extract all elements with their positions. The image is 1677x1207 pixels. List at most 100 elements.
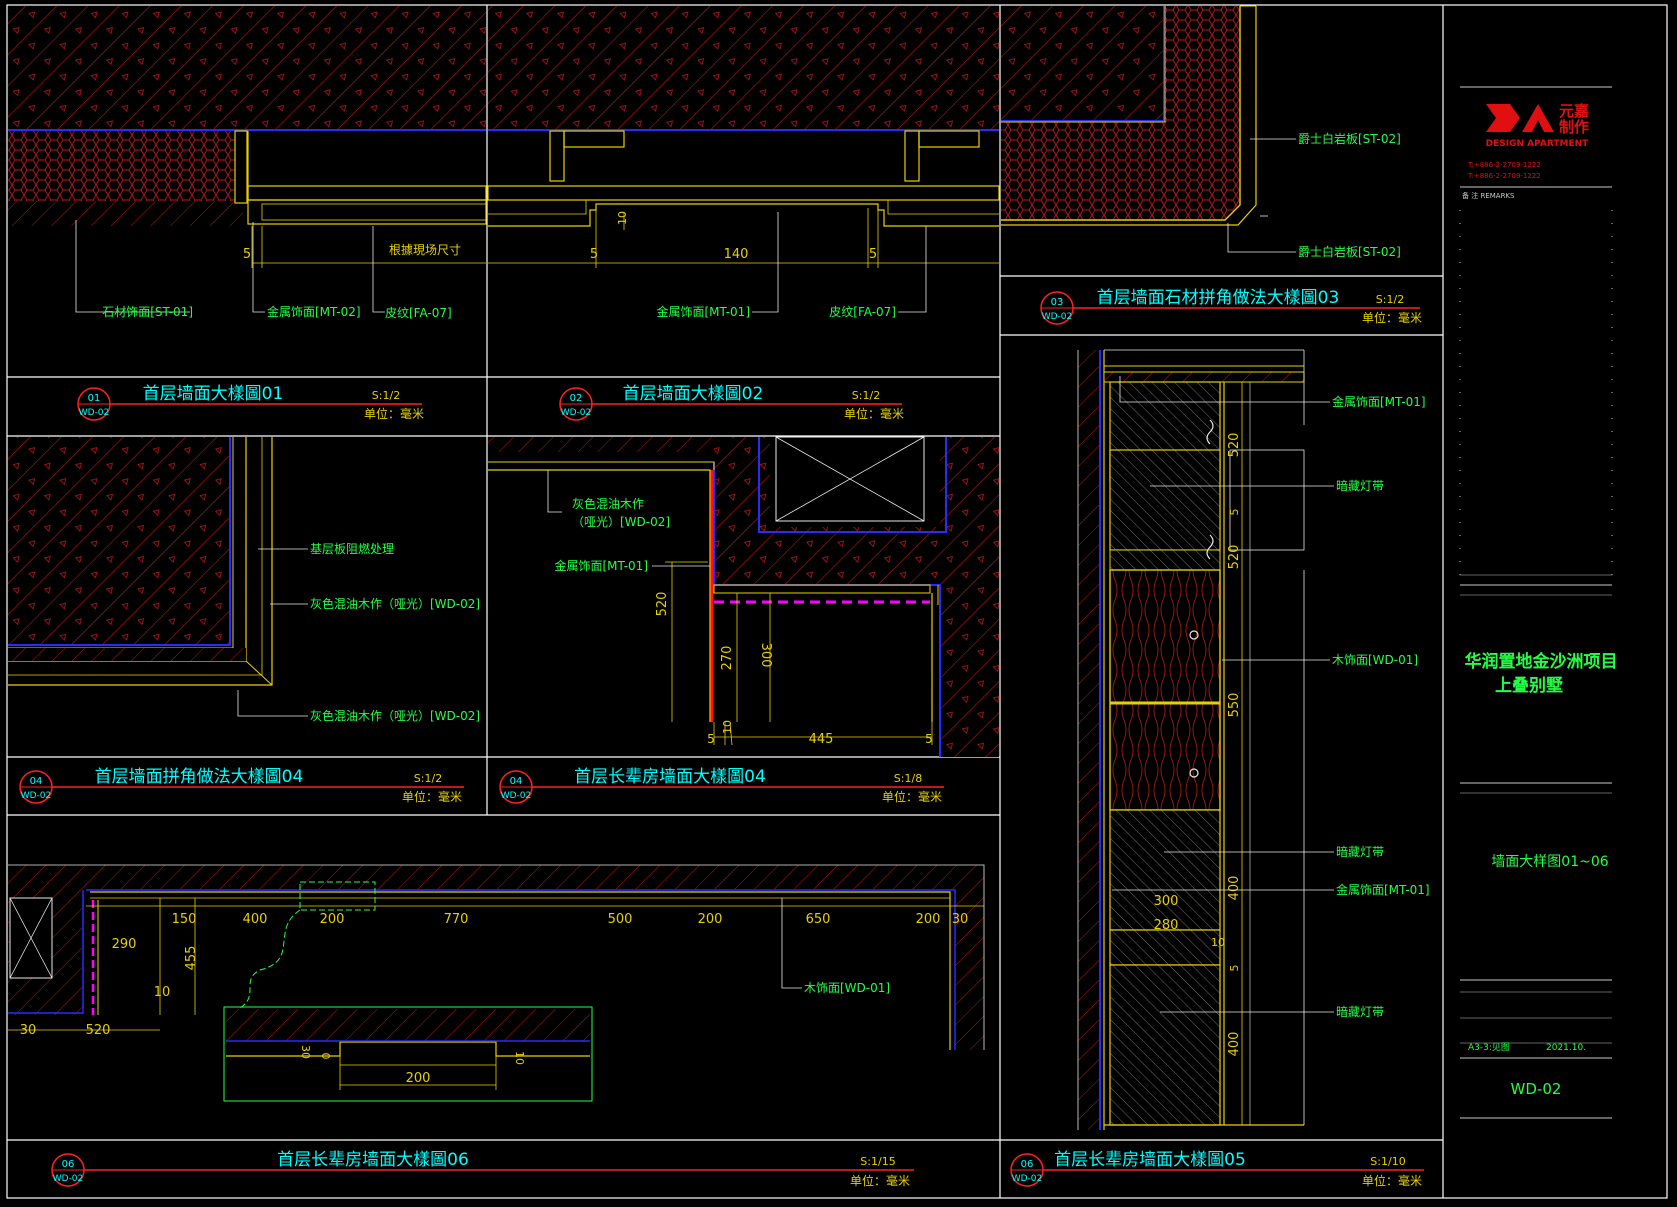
- scale-label: S:1/10: [1370, 1155, 1405, 1168]
- dim-445: 445: [809, 732, 834, 747]
- title-bar-04a: 04 WD-02 首层墙面拼角做法大樣圖04 S:1/2 单位：毫米: [19, 767, 464, 804]
- label-metal-mt01-a: 金属饰面[MT-01]: [1332, 394, 1426, 409]
- label-base-board: 基层板阻燃处理: [310, 541, 394, 556]
- logo-a-icon: [1522, 104, 1554, 132]
- dim-10a: 10: [154, 985, 171, 1000]
- stone-hatch: [1001, 6, 1240, 220]
- bubble-number: 06: [1021, 1159, 1034, 1170]
- dim-0: 0: [319, 1053, 332, 1060]
- unit-label: 单位：毫米: [1362, 1173, 1422, 1188]
- scale-label: S:1/2: [852, 389, 880, 402]
- dim-10: 10: [1211, 936, 1225, 949]
- label-metal-mt01: 金属饰面[MT-01]: [656, 304, 750, 319]
- panel-05: 520 5 520 550 400 300 280 10 5 400 金属饰面[…: [1010, 349, 1430, 1188]
- panel-04b: 520 270 300 10 5 445 5 灰色混油木作 （哑光）[WD-02…: [488, 436, 999, 804]
- panel-title: 首层墙面大樣圖02: [623, 384, 764, 404]
- bubble-number: 03: [1051, 297, 1064, 308]
- label-stone-st01: 石材饰面[ST-01]: [102, 305, 193, 319]
- dim-200b: 200: [698, 912, 723, 927]
- unit-label: 单位：毫米: [402, 789, 462, 804]
- bubble-number: 06: [62, 1159, 75, 1170]
- remarks-label: 备 注 REMARKS: [1462, 191, 1515, 200]
- dim-200c: 200: [916, 912, 941, 927]
- bubble-ref: WD-02: [561, 408, 592, 418]
- sheet-size: A3-3:见图: [1468, 1042, 1510, 1053]
- dim-650: 650: [806, 912, 831, 927]
- panel-title: 首层墙面大樣圖01: [143, 384, 284, 404]
- concrete-hatch: [1001, 6, 1164, 121]
- scale-label: S:1/2: [1376, 293, 1404, 306]
- dim-10b: 10: [513, 1051, 526, 1065]
- dim-520: 520: [655, 592, 670, 617]
- dim-5b: 5: [925, 732, 933, 746]
- company-logo: 元嘉 制作 DESIGN APARTMENT: [1486, 102, 1590, 149]
- dim-400a: 400: [1227, 876, 1242, 901]
- sheet-title: 墙面大样图01~06: [1491, 854, 1608, 870]
- dim-290: 290: [112, 937, 137, 952]
- label-metal-mt01: 金属饰面[MT-01]: [554, 558, 648, 573]
- label-leather-fa07: 皮纹[FA-07]: [385, 306, 452, 320]
- panel-02: 5 140 5 10 金属饰面[MT-01] 皮纹[FA-07] 02 WD-0…: [487, 6, 1000, 421]
- label-led-strip-c: 暗藏灯带: [1336, 1004, 1384, 1019]
- panel-title: 首层长辈房墙面大樣圖06: [277, 1150, 469, 1170]
- dim-280: 280: [1154, 918, 1179, 933]
- title-bar-03: 03 WD-02 首层墙面石材拼角做法大樣圖03 S:1/2 单位：毫米: [1040, 288, 1422, 325]
- bubble-ref: WD-02: [53, 1174, 84, 1184]
- dim-550: 550: [1227, 693, 1242, 718]
- dim-5a: 5: [1228, 509, 1241, 516]
- dim-270: 270: [720, 646, 735, 671]
- label-stone-st02-a: 爵士白岩板[ST-02]: [1298, 131, 1401, 146]
- dim-10: 10: [721, 720, 734, 734]
- title-bar-01: 01 WD-02 首层墙面大樣圖01 S:1/2 单位：毫米: [77, 384, 424, 421]
- title-bar-05: 06 WD-02 首层长辈房墙面大樣圖05 S:1/10 单位：毫米: [1010, 1150, 1424, 1188]
- dim-500: 500: [608, 912, 633, 927]
- dim-5a: 5: [590, 247, 598, 262]
- label-leather-fa07: 皮纹[FA-07]: [829, 305, 896, 319]
- project-name-2: 上叠别墅: [1495, 676, 1563, 696]
- drawing-number: WD-02: [1511, 1080, 1562, 1098]
- label-metal-mt02: 金属饰面[MT-02]: [267, 304, 361, 319]
- dim-field: 根據現场尺寸: [389, 243, 461, 257]
- unit-label: 单位：毫米: [364, 406, 424, 421]
- label-led-strip-b: 暗藏灯带: [1336, 844, 1384, 859]
- bubble-ref: WD-02: [1012, 1174, 1043, 1184]
- bubble-number: 04: [30, 776, 43, 787]
- panel-06: 150 400 200 770 500 200 650 200 30 290 1…: [8, 864, 985, 1188]
- scale-label: S:1/2: [372, 389, 400, 402]
- scale-label: S:1/15: [860, 1155, 895, 1168]
- project-name-1: 华润置地金沙洲项目: [1465, 651, 1618, 672]
- dim-520b: 520: [1227, 545, 1242, 570]
- dim-200d: 200: [406, 1071, 431, 1086]
- panel-03: 爵士白岩板[ST-02] 爵士白岩板[ST-02] 03 WD-02 首层墙面石…: [1001, 5, 1422, 325]
- concrete-hatch: [714, 437, 999, 757]
- dim-400b: 400: [1227, 1032, 1242, 1057]
- panel-01: 5 根據現场尺寸 石材饰面[ST-01] 金属饰面[MT-02] 皮纹[FA-0…: [8, 6, 487, 421]
- scale-label: S:1/8: [894, 772, 922, 785]
- dim-520: 520: [86, 1023, 111, 1038]
- dim-30c: 30: [299, 1045, 312, 1059]
- concrete-hatch: [8, 6, 486, 130]
- panel-04a: 基层板阻燃处理 灰色混油木作（哑光）[WD-02] 灰色混油木作（哑光）[WD-…: [8, 437, 480, 804]
- dim-5: 5: [243, 247, 251, 262]
- bubble-number: 04: [510, 776, 523, 787]
- bubble-number: 01: [88, 393, 101, 404]
- stone-hatch: [8, 131, 235, 201]
- title-bar-06: 06 WD-02 首层长辈房墙面大樣圖06 S:1/15 单位：毫米: [51, 1150, 914, 1188]
- label-led-strip-a: 暗藏灯带: [1336, 478, 1384, 493]
- title-bar-04b: 04 WD-02 首层长辈房墙面大樣圖04 S:1/8 单位：毫米: [499, 767, 944, 804]
- panel-title: 首层长辈房墙面大樣圖04: [574, 767, 766, 787]
- dim-5b: 5: [869, 247, 877, 262]
- logo-cn-2: 制作: [1559, 118, 1589, 136]
- bubble-ref: WD-02: [501, 791, 532, 801]
- dim-455: 455: [184, 946, 199, 971]
- dim-140: 140: [724, 247, 749, 262]
- label-wood-wd01: 木饰面[WD-01]: [804, 981, 890, 995]
- unit-label: 单位：毫米: [882, 789, 942, 804]
- label-metal-mt01-b: 金属饰面[MT-01]: [1336, 882, 1430, 897]
- dim-520a: 520: [1227, 433, 1242, 458]
- unit-label: 单位：毫米: [844, 406, 904, 421]
- label-wood-wd02: 灰色混油木作: [572, 497, 644, 511]
- scale-label: S:1/2: [414, 772, 442, 785]
- logo-cn-1: 元嘉: [1559, 102, 1589, 120]
